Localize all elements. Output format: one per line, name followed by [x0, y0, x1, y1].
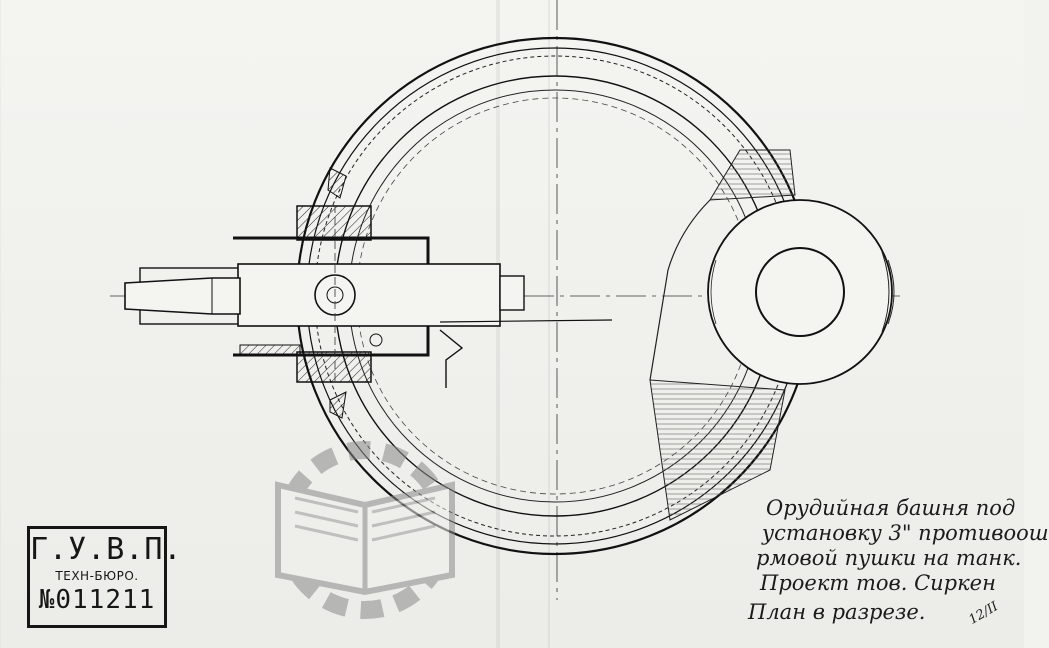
- caption-line-1: Орудийная башня под: [766, 496, 1016, 520]
- cupola-inner: [755, 247, 845, 337]
- stamp-number: №011211: [38, 585, 156, 615]
- wall-section-upper: [709, 149, 796, 201]
- stamp-department: ТЕХН-БЮРО.: [55, 569, 139, 583]
- cupola-outer: [707, 199, 893, 385]
- caption-line-5: План в разрезе.: [748, 600, 926, 624]
- caption-line-3: рмовой пушки на танк.: [756, 546, 1022, 570]
- turret-plan-drawing: [110, 0, 900, 619]
- caption-line-4: Проект тов. Сиркен: [760, 571, 996, 595]
- archive-stamp: Г.У.В.П. ТЕХН-БЮРО. №011211: [27, 526, 183, 628]
- drawing-caption: Орудийная башня под установку 3" противо…: [748, 496, 1049, 625]
- wall-section-lower: [649, 379, 786, 521]
- breech-block: [499, 275, 525, 311]
- paper-fold: [548, 0, 550, 648]
- sight-line: [439, 319, 613, 323]
- mount-top-bracket: [296, 205, 372, 241]
- caption-line-2: установку 3" противоош: [762, 521, 1049, 545]
- gun-breech: [237, 263, 501, 327]
- gun-barrel: [124, 277, 241, 315]
- cutaway-edge: [649, 199, 711, 381]
- book-in-gear-icon: [275, 441, 455, 619]
- stamp-organization: Г.У.В.П.: [30, 532, 183, 567]
- mount-bottom-bracket: [296, 351, 372, 383]
